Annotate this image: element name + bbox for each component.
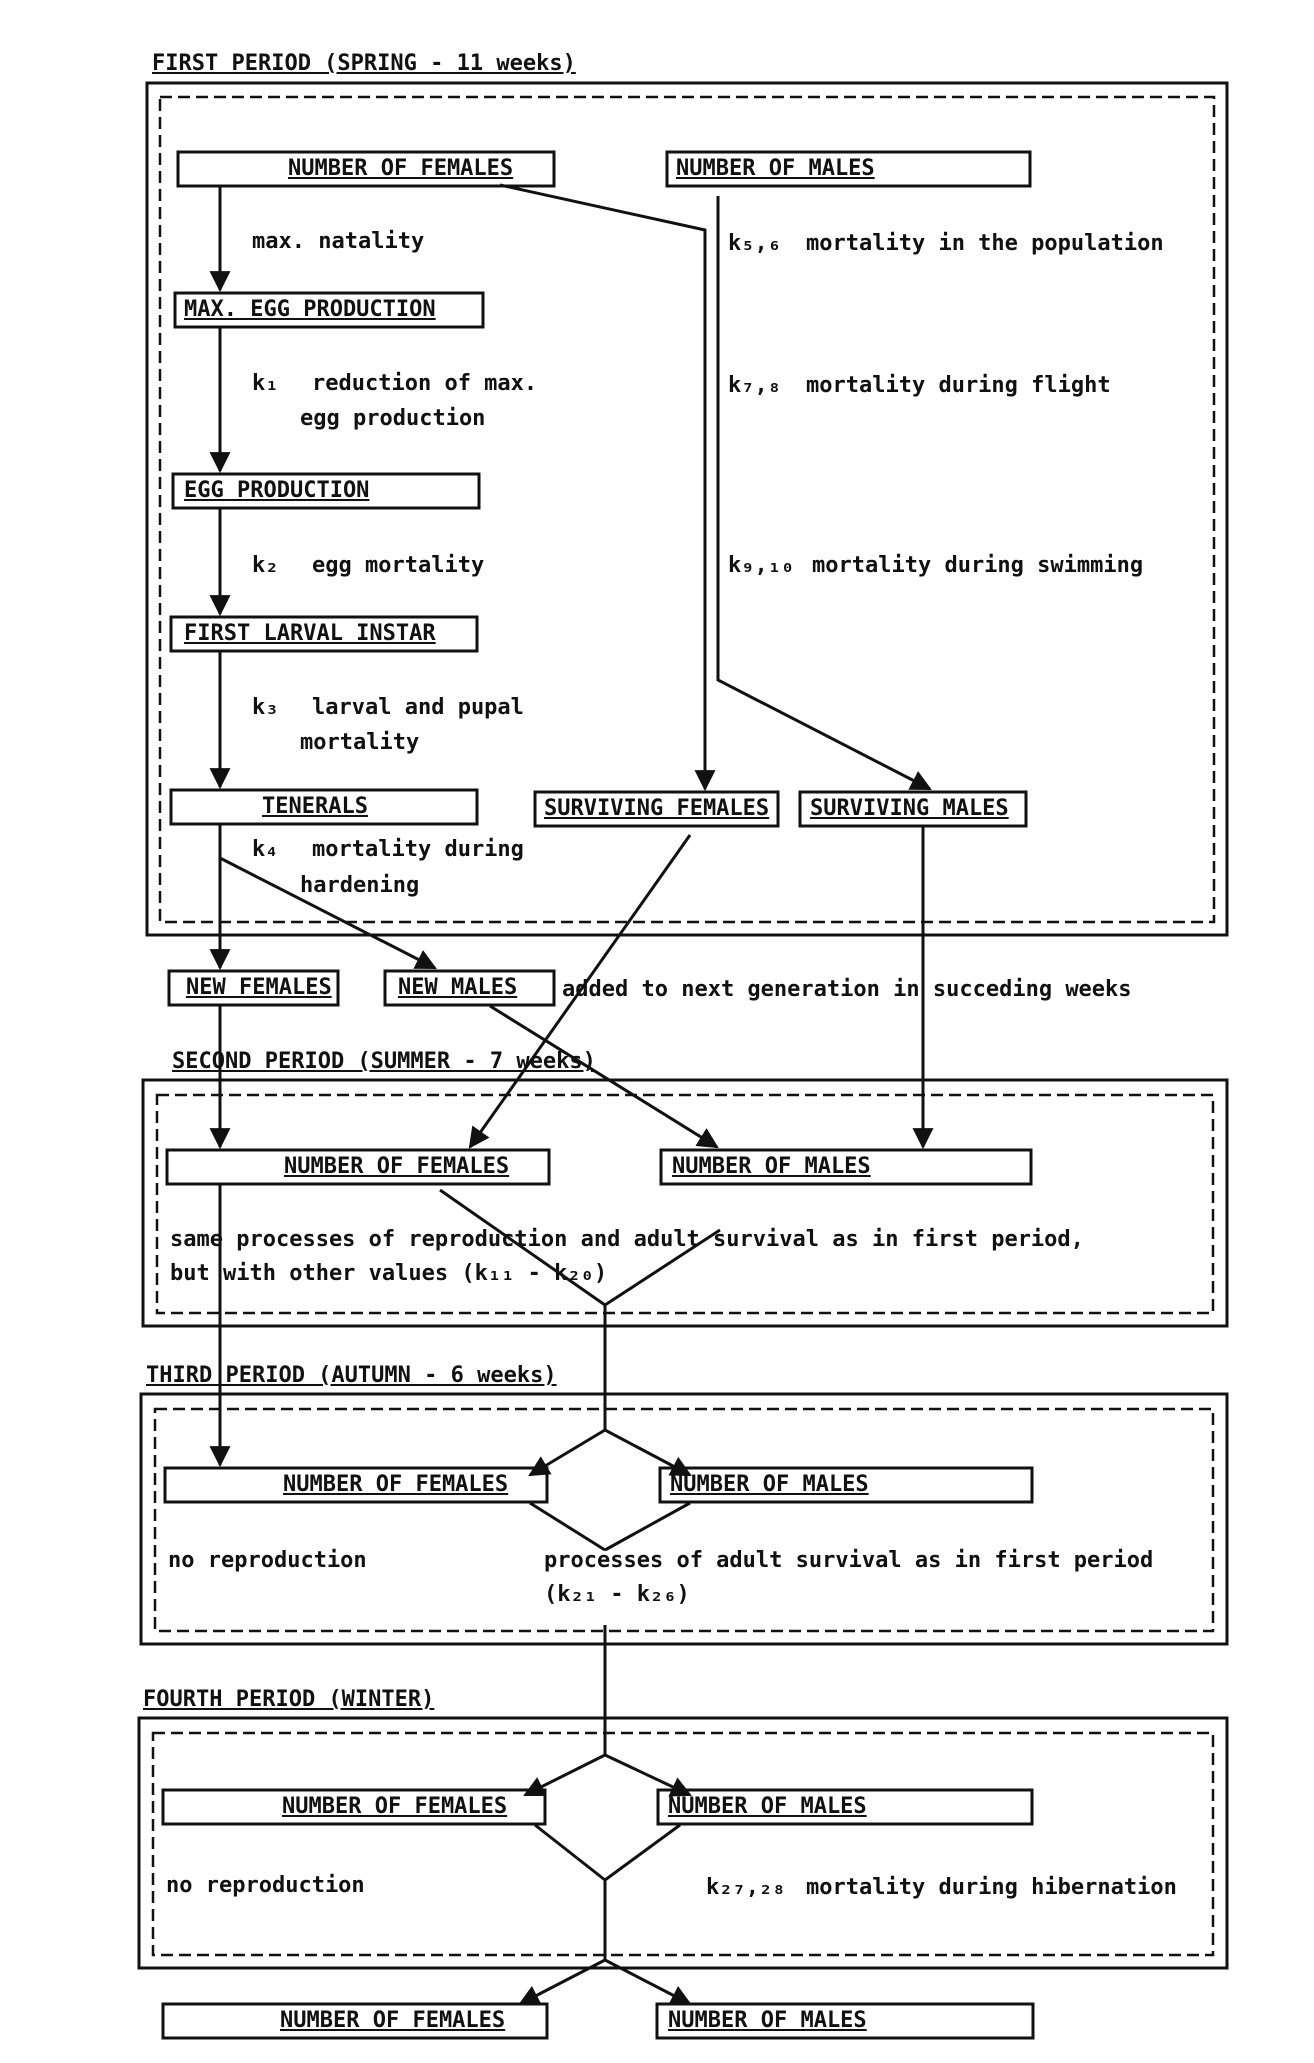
- first-males-label: NUMBER OF MALES: [676, 156, 875, 181]
- second-period-title: SECOND PERIOD (SUMMER - 7 weeks): [172, 1049, 596, 1074]
- egg-production-box: [171, 472, 481, 510]
- first-period-title: FIRST PERIOD (SPRING - 11 weeks): [152, 51, 576, 76]
- k56-symbol: k₅,₆: [728, 231, 781, 256]
- k78-text: mortality during flight: [806, 373, 1111, 398]
- k4-row: k₄ mortality during: [252, 836, 524, 864]
- k3-text-2: mortality: [300, 730, 420, 755]
- new-males-box: [383, 969, 556, 1007]
- second-period-frame: [141, 1078, 1229, 1328]
- k78-symbol: k₇,₈: [728, 373, 781, 398]
- surviving-females-box: [533, 790, 780, 828]
- final-females-box: [161, 2002, 549, 2040]
- second-process-text-1: same processes of reproduction and adult…: [170, 1227, 1084, 1252]
- first-females-label: NUMBER OF FEMALES: [288, 156, 514, 181]
- k3-symbol: k₃: [252, 695, 279, 720]
- k2728-symbol: k₂₇,₂₈: [706, 1875, 786, 1900]
- third-no-reproduction-text: no reproduction: [168, 1548, 367, 1573]
- new-males-label: NEW MALES: [398, 975, 518, 1000]
- first-period-inner: [158, 95, 1216, 924]
- k56-text: mortality in the population: [806, 231, 1164, 256]
- tenerals-label: TENERALS: [262, 794, 368, 819]
- k910-row: k₉,₁₀ mortality during swimming: [728, 552, 1143, 580]
- first-larval-label: FIRST LARVAL INSTAR: [184, 621, 436, 646]
- third-males-label: NUMBER OF MALES: [670, 1472, 869, 1497]
- surviving-females-label: SURVIVING FEMALES: [544, 796, 770, 821]
- k2-row: k₂ egg mortality: [252, 552, 484, 580]
- third-process-text-2: (k₂₁ - k₂₆): [544, 1582, 690, 1607]
- max-egg-box: [173, 291, 485, 329]
- k1-text-1: reduction of max.: [312, 371, 538, 396]
- third-process-text-1: processes of adult survival as in first …: [544, 1548, 1154, 1573]
- fourth-period-title: FOURTH PERIOD (WINTER): [143, 1687, 435, 1712]
- second-females-label: NUMBER OF FEMALES: [284, 1154, 510, 1179]
- third-period-title: THIRD PERIOD (AUTUMN - 6 weeks): [146, 1363, 557, 1388]
- fourth-males-box: [656, 1788, 1034, 1826]
- fourth-males-label: NUMBER OF MALES: [668, 1794, 867, 1819]
- fourth-no-reproduction-text: no reproduction: [166, 1873, 365, 1898]
- first-females-box: [176, 150, 556, 188]
- fourth-period-inner: [151, 1731, 1215, 1957]
- final-females-label: NUMBER OF FEMALES: [280, 2008, 506, 2033]
- surviving-males-box: [798, 790, 1028, 828]
- k2728-text: mortality during hibernation: [806, 1875, 1177, 1900]
- k3-row: k₃ larval and pupal: [252, 694, 524, 722]
- second-females-box: [165, 1148, 551, 1186]
- egg-production-label: EGG PRODUCTION: [184, 478, 370, 503]
- max-natality-text: max. natality: [252, 229, 425, 254]
- k4-text-2: hardening: [300, 873, 420, 898]
- fourth-females-label: NUMBER OF FEMALES: [282, 1794, 508, 1819]
- second-period-inner: [155, 1093, 1215, 1315]
- k1-symbol: k₁: [252, 371, 279, 396]
- k78-row: k₇,₈ mortality during flight: [728, 372, 1111, 400]
- k1-row: k₁ reduction of max.: [252, 370, 537, 398]
- k2-symbol: k₂: [252, 553, 279, 578]
- surviving-males-label: SURVIVING MALES: [810, 796, 1009, 821]
- added-next-generation-text: added to next generation in succeding we…: [562, 977, 1132, 1002]
- k2728-row: k₂₇,₂₈ mortality during hibernation: [706, 1874, 1177, 1902]
- k2-text: egg mortality: [312, 553, 485, 578]
- third-males-box: [658, 1466, 1034, 1504]
- third-females-label: NUMBER OF FEMALES: [283, 1472, 509, 1497]
- max-egg-label: MAX. EGG PRODUCTION: [184, 297, 436, 322]
- tenerals-box: [169, 788, 479, 826]
- third-period-frame: [139, 1392, 1229, 1646]
- first-period-frame: [145, 81, 1229, 937]
- k4-text-1: mortality during: [312, 837, 524, 862]
- third-period-inner: [153, 1407, 1215, 1633]
- final-males-box: [655, 2002, 1035, 2040]
- first-males-box: [665, 150, 1032, 188]
- final-males-label: NUMBER OF MALES: [668, 2008, 867, 2033]
- fourth-period-frame: [137, 1716, 1229, 1970]
- second-males-label: NUMBER OF MALES: [672, 1154, 871, 1179]
- k910-text: mortality during swimming: [812, 553, 1144, 578]
- first-larval-box: [169, 615, 479, 653]
- second-process-text-2: but with other values (k₁₁ - k₂₀): [170, 1261, 608, 1286]
- new-females-box: [167, 969, 340, 1007]
- k1-text-2: egg production: [300, 406, 486, 431]
- third-females-box: [163, 1466, 549, 1504]
- k3-text-1: larval and pupal: [312, 695, 524, 720]
- k56-row: k₅,₆ mortality in the population: [728, 230, 1164, 258]
- second-males-box: [659, 1148, 1033, 1186]
- fourth-females-box: [161, 1788, 547, 1826]
- k910-symbol: k₉,₁₀: [728, 553, 795, 578]
- k4-symbol: k₄: [252, 837, 279, 862]
- new-females-label: NEW FEMALES: [186, 975, 332, 1000]
